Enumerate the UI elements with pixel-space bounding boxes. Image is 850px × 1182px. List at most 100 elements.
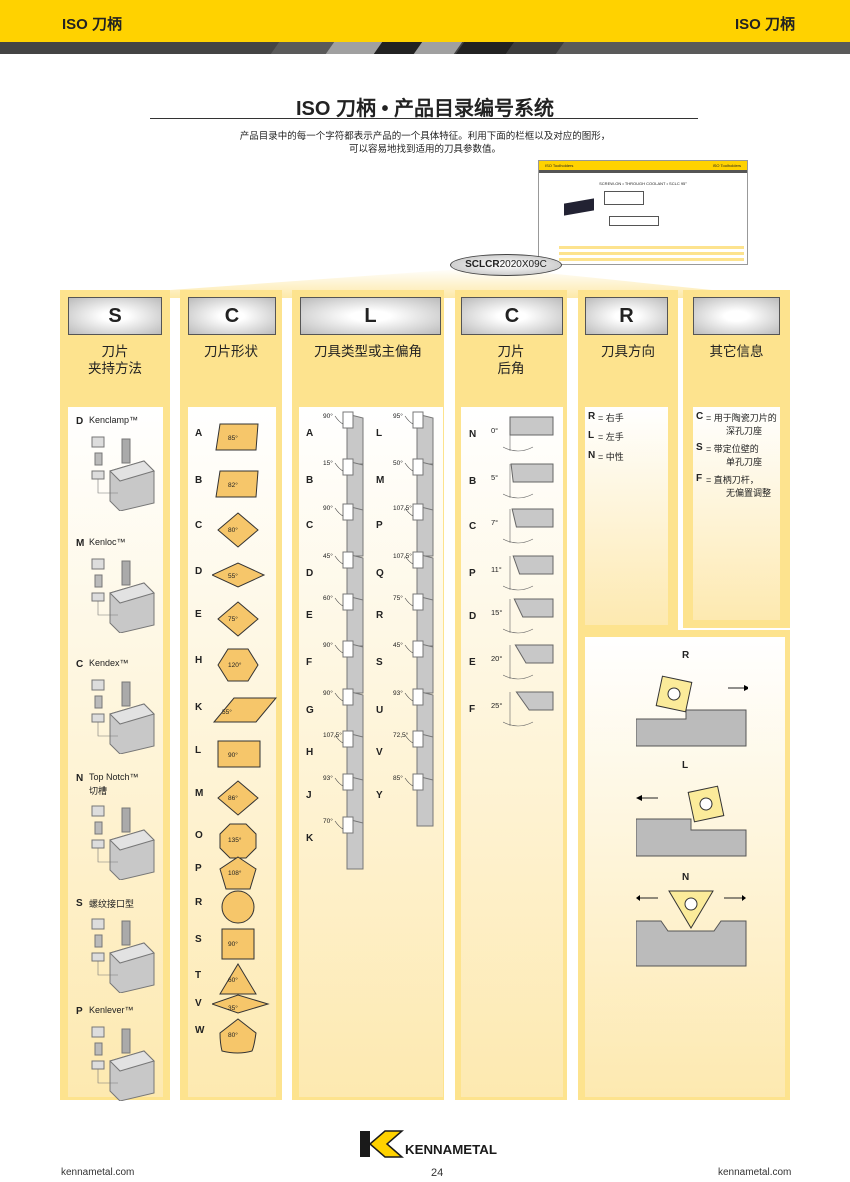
hand-diagram-panel bbox=[585, 637, 785, 1097]
shape-code: A bbox=[195, 428, 203, 439]
clearance-angle: 11° bbox=[491, 565, 502, 574]
shape-angle: 86° bbox=[228, 795, 238, 802]
shape-code: V bbox=[195, 998, 202, 1009]
tool-type-code: Y bbox=[376, 790, 383, 801]
clearance-code: F bbox=[469, 704, 476, 715]
header-stripe bbox=[0, 42, 850, 54]
clamping-code: S bbox=[76, 898, 83, 909]
footer-website-right[interactable]: kennametal.com bbox=[718, 1167, 792, 1178]
footer-website-left[interactable]: kennametal.com bbox=[61, 1167, 135, 1178]
tool-type-drawing-icon bbox=[403, 500, 443, 558]
insert-shape-rhombus-icon bbox=[212, 512, 280, 552]
tool-type-angle: 95° bbox=[393, 413, 403, 420]
shape-code: W bbox=[195, 1025, 205, 1036]
clearance-diagram-icon bbox=[502, 597, 559, 639]
shape-angle: 85° bbox=[228, 435, 238, 442]
shape-angle: 60° bbox=[228, 977, 238, 984]
clearance-diagram-icon bbox=[502, 643, 559, 685]
tool-type-angle: 75° bbox=[393, 595, 403, 602]
shape-angle: 108° bbox=[228, 870, 242, 877]
clearance-code: E bbox=[469, 657, 476, 668]
page-number: 24 bbox=[431, 1167, 444, 1179]
insert-shape-rhombus-wide-icon bbox=[210, 558, 280, 598]
hand-code: L bbox=[588, 430, 595, 441]
clamping-name-2: 切槽 bbox=[89, 786, 108, 796]
hand-panel bbox=[585, 407, 668, 625]
shape-angle: 80° bbox=[228, 527, 238, 534]
tool-type-drawing-icon bbox=[403, 455, 443, 513]
clearance-angle: 5° bbox=[491, 473, 499, 482]
hand-text: = 左手 bbox=[598, 432, 624, 442]
clamping-name: Top Notch™ bbox=[89, 772, 139, 782]
tool-type-angle: 93° bbox=[323, 775, 333, 782]
column-label: 刀具类型或主偏角 bbox=[314, 344, 422, 359]
shape-code: B bbox=[195, 475, 203, 486]
tool-type-code: K bbox=[306, 833, 314, 844]
clamping-illustration bbox=[78, 913, 158, 994]
clamping-illustration bbox=[78, 553, 158, 634]
page-title: ISO 刀柄 • 产品目录编号系统 bbox=[295, 98, 555, 120]
shape-angle: 55° bbox=[228, 573, 238, 580]
catalog-page-thumbnail: ISO Toolholders ISO Toolholders SCREW-ON … bbox=[538, 160, 748, 265]
insert-shape-circle-icon bbox=[212, 889, 280, 929]
clamping-code: N bbox=[76, 773, 84, 784]
column-label: 刀片 bbox=[497, 344, 525, 359]
tool-type-angle: 45° bbox=[323, 553, 333, 560]
shape-code: P bbox=[195, 863, 202, 874]
clamping-name: Kenclamp™ bbox=[89, 415, 139, 425]
column-label: 后角 bbox=[497, 361, 525, 376]
shape-angle: 90° bbox=[228, 941, 238, 948]
hand-code: R bbox=[588, 411, 596, 422]
other-code: F bbox=[696, 473, 703, 484]
insert-shape-parallelogram-icon bbox=[212, 420, 280, 460]
shape-code: L bbox=[195, 745, 202, 756]
header-title-left: ISO 刀柄 bbox=[62, 16, 123, 33]
thumb-caption: SCREW-ON • THROUGH COOLANT • SCLC 95° bbox=[599, 181, 687, 186]
column-header-box: R bbox=[585, 297, 668, 335]
other-code: S bbox=[696, 442, 703, 453]
tool-type-code: B bbox=[306, 475, 314, 486]
clearance-diagram-icon bbox=[502, 415, 559, 457]
tool-type-angle: 90° bbox=[323, 413, 333, 420]
other-text: = 带定位壁的 bbox=[706, 444, 759, 454]
tool-type-angle: 15° bbox=[323, 460, 333, 467]
insert-shape-rhombus-thin-icon bbox=[210, 990, 280, 1030]
tool-type-drawing-icon bbox=[403, 770, 443, 828]
subtitle-line-1: 产品目录中的每一个字符都表示产品的一个具体特征。利用下面的栏框以及对应的图形， bbox=[239, 131, 611, 142]
example-code-badge: SCLCR2020X09C bbox=[450, 254, 562, 276]
tool-type-angle: 70° bbox=[323, 818, 333, 825]
column-header-box: C bbox=[461, 297, 563, 335]
shape-code: O bbox=[195, 830, 203, 841]
shape-code: T bbox=[195, 970, 202, 981]
tool-type-angle: 107,5° bbox=[323, 732, 342, 739]
clamping-name: 螺纹接口型 bbox=[89, 899, 135, 909]
tool-type-code: L bbox=[376, 428, 383, 439]
column-label: 夹持方法 bbox=[88, 361, 142, 376]
thumb-header-left: ISO Toolholders bbox=[545, 163, 574, 168]
other-code: C bbox=[696, 411, 704, 422]
tool-type-code: A bbox=[306, 428, 314, 439]
insert-shape-rectangle-icon bbox=[212, 737, 280, 777]
insert-shape-pentagon-icon bbox=[212, 855, 280, 895]
header-title-right: ISO 刀柄 bbox=[735, 16, 796, 33]
insert-shape-parallelogram-icon bbox=[212, 467, 280, 507]
hand-diagram-label: R bbox=[682, 650, 690, 661]
column-label: 其它信息 bbox=[709, 344, 764, 359]
clearance-code: D bbox=[469, 611, 477, 622]
shape-code: K bbox=[195, 702, 203, 713]
column-label: 刀片 bbox=[101, 344, 129, 359]
other-panel bbox=[693, 407, 780, 620]
svg-text:KENNAMETAL: KENNAMETAL bbox=[405, 1142, 497, 1157]
tool-type-code: Q bbox=[376, 568, 384, 579]
tool-type-angle: 60° bbox=[323, 595, 333, 602]
clamping-illustration bbox=[78, 800, 158, 881]
tool-type-drawing-icon bbox=[403, 685, 443, 743]
tool-type-angle: 85° bbox=[393, 775, 403, 782]
hand-diagram-r-icon bbox=[635, 664, 750, 748]
clamping-code: C bbox=[76, 659, 84, 670]
thumb-header-right: ISO Toolholders bbox=[712, 163, 741, 168]
tool-type-angle: 45° bbox=[393, 642, 403, 649]
insert-shape-square-icon bbox=[212, 926, 280, 966]
hand-text: = 中性 bbox=[598, 452, 624, 462]
tool-type-drawing-icon bbox=[403, 548, 443, 606]
